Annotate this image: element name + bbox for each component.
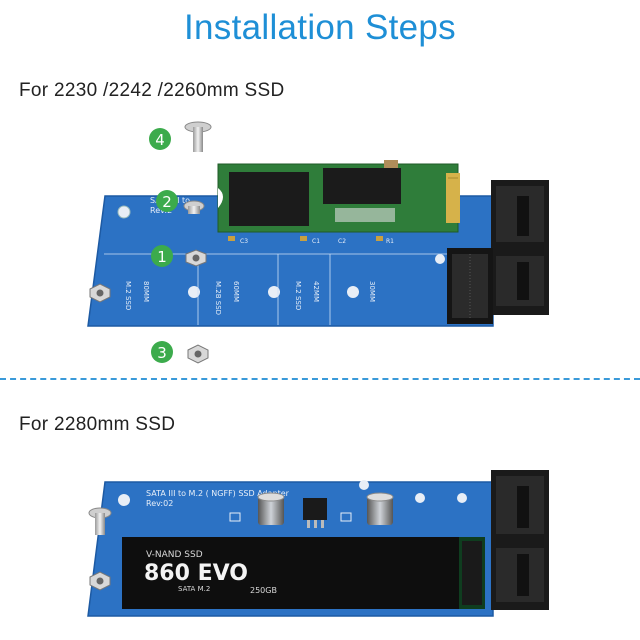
svg-text:4: 4 [155, 131, 165, 149]
page-title: Installation Steps [184, 8, 456, 47]
ssd-860-evo: V-NAND SSD 860 EVO SATA M.2 250GB [122, 537, 485, 609]
section-label-2280-ssd: For 2280mm SSD [19, 414, 176, 435]
sata-connector [491, 470, 549, 610]
hex-nut-icon [185, 249, 207, 267]
step-badge-1: 1 [151, 245, 173, 267]
component-label: C3 [240, 238, 248, 245]
component-label: R1 [386, 238, 394, 245]
ssd-brand: V-NAND SSD [146, 550, 203, 560]
capacitor [366, 492, 394, 525]
slot-label: 80MM [142, 281, 150, 302]
ssd-model: 860 EVO [144, 561, 248, 586]
svg-text:3: 3 [157, 344, 167, 362]
m2-slot [447, 248, 493, 324]
standoff-icon [183, 200, 205, 214]
slot-label: M.2 SSD [294, 281, 302, 310]
slot-label: 60MM [232, 281, 240, 302]
step-badge-2: 2 [156, 190, 178, 212]
silkscreen-title: SATA III to M.2 ( NGFF) SSD Adapter [146, 489, 290, 498]
svg-text:2: 2 [162, 193, 172, 211]
hex-nut-icon [89, 571, 111, 591]
slot-label: 42MM [312, 281, 320, 302]
component-label: C2 [338, 238, 346, 245]
step-badge-4: 4 [149, 128, 171, 150]
hex-nut-icon [89, 283, 111, 303]
slot-label: M.2 SSD [124, 281, 132, 310]
hex-nut-icon [187, 344, 209, 364]
slot-label: M.2B SSD [214, 281, 222, 315]
section-label-small-ssd: For 2230 /2242 /2260mm SSD [19, 80, 285, 101]
sata-connector [491, 180, 549, 315]
svg-text:1: 1 [157, 248, 167, 266]
slot-label: 30MM [368, 281, 376, 302]
capacitor [257, 492, 285, 525]
small-ssd [217, 160, 460, 233]
section-divider [0, 378, 640, 380]
step-badge-3: 3 [151, 341, 173, 363]
screw-icon [88, 507, 112, 535]
component-label: C1 [312, 238, 320, 245]
ssd-interface: SATA M.2 [178, 585, 210, 593]
silkscreen-rev: Rev:02 [146, 499, 173, 508]
ssd-capacity: 250GB [250, 586, 277, 595]
silkscreen-rev: Rev:2 [150, 206, 172, 215]
screw-icon [184, 121, 212, 152]
